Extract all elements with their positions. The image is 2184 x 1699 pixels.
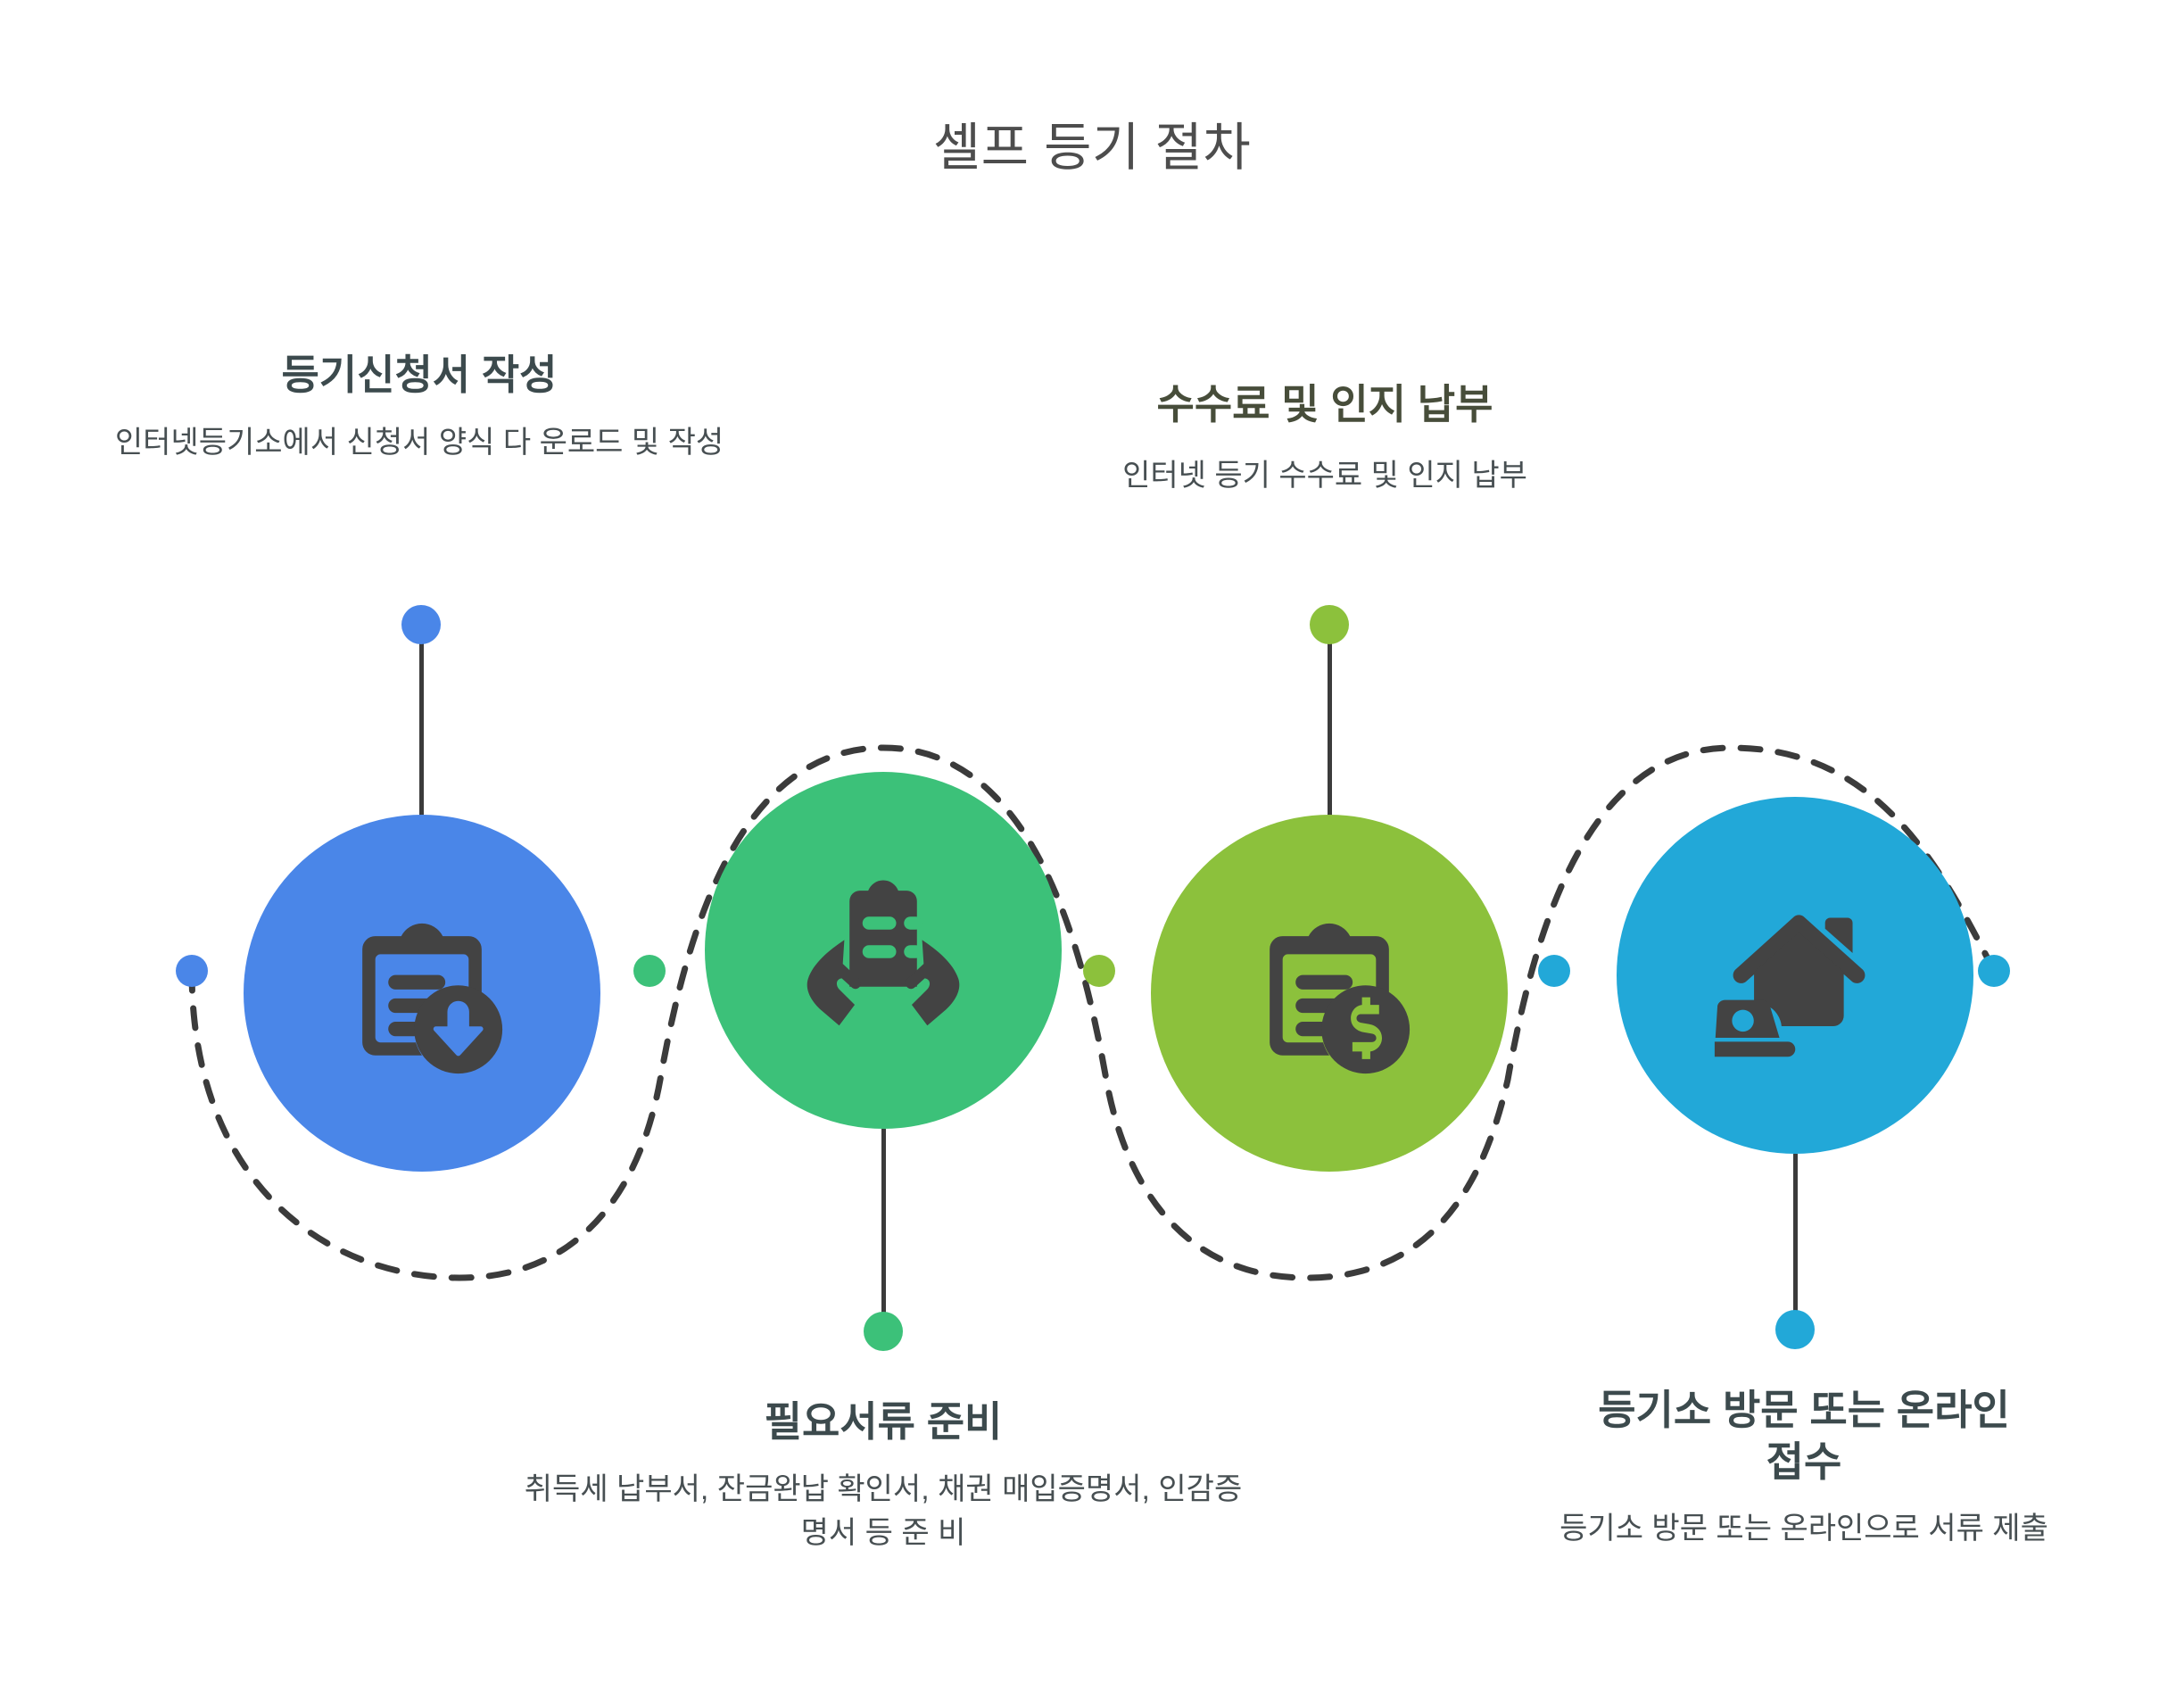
stem-line-step-3: [1328, 641, 1332, 819]
clipboard-download-icon: [339, 910, 505, 1076]
step-label-3: 수수료 및 인지 납부 인터넷 등기 수수료 및 인지 납부: [959, 379, 1691, 498]
path-dot-1-2: [633, 955, 666, 987]
step-description-3: 인터넷 등기 수수료 및 인지 납부: [1122, 458, 1527, 493]
clipboard-dollar-icon: [1246, 910, 1412, 1076]
hands-holding-document-icon: [800, 867, 966, 1033]
path-dot-2-3: [1083, 955, 1115, 987]
step-label-1: 등기신청서 작성 인터넷등기소에서 신청서 양식 다 운로드 및 작성: [54, 350, 785, 465]
house-laptop-icon: [1712, 892, 1878, 1058]
stem-line-step-1: [419, 641, 424, 819]
stem-dot-step-4: [1775, 1310, 1815, 1349]
step-title-2: 필요서류 준비: [764, 1398, 1003, 1445]
stem-dot-step-3: [1310, 605, 1349, 644]
step-circle-1[interactable]: [244, 815, 600, 1172]
path-dot-3-4: [1538, 955, 1570, 987]
step-label-4: 등기소 방문 또는 온라인 접수 등기소 방문 또는 온라인으로 서류 제출: [1429, 1385, 2179, 1551]
step-title-3: 수수료 및 인지 납부: [1156, 381, 1493, 427]
stem-dot-step-1: [401, 605, 441, 644]
path-dot-start: [176, 955, 208, 987]
path-dot-end: [1978, 955, 2010, 987]
step-description-1: 인터넷등기소에서 신청서 양식 다 운로드 및 작성: [114, 425, 724, 460]
step-circle-3[interactable]: [1151, 815, 1508, 1172]
step-circle-4[interactable]: [1617, 797, 1973, 1154]
page-title: 셀프 등기 절차: [932, 119, 1252, 177]
step-circle-2[interactable]: [705, 772, 1062, 1129]
step-description-2: 취득세 납부서, 잔금완납 확인서, 채권 매입증명서, 인감증명서 등 준 비: [524, 1471, 1243, 1550]
stem-dot-step-2: [864, 1312, 903, 1351]
step-title-4: 등기소 방문 또는 온라인 접수: [1598, 1387, 2010, 1485]
step-title-1: 등기신청서 작성: [281, 352, 558, 398]
stem-line-step-2: [881, 1129, 886, 1316]
stem-line-step-4: [1793, 1154, 1798, 1314]
step-description-4: 등기소 방문 또는 온라인으로 서류 제출: [1559, 1512, 2048, 1546]
step-label-2: 필요서류 준비 취득세 납부서, 잔금완납 확인서, 채권 매입증명서, 인감증…: [517, 1396, 1249, 1555]
